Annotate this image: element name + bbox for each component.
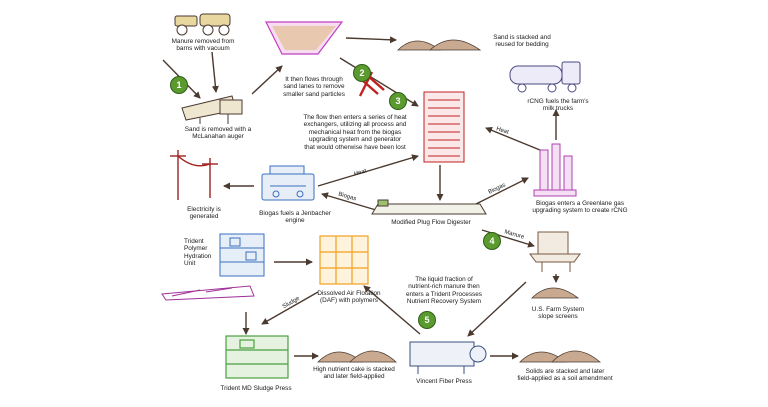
daf-icon <box>319 235 369 285</box>
rcng-truck-icon <box>509 61 581 93</box>
polymer-hydration-unit-icon <box>219 233 265 277</box>
label-high-nutrient: High nutrient cake is stacked and later … <box>313 366 395 381</box>
sand-pile-icon <box>397 39 482 51</box>
heat-exchanger-icon <box>423 91 465 163</box>
label-flows-sand-lanes: It then flows through sand lanes to remo… <box>283 76 345 98</box>
label-sand-removed: Sand is removed with a McLanahan auger <box>184 126 252 141</box>
sludge-press-icon <box>225 335 289 379</box>
step-badge-1: 1 <box>170 76 188 94</box>
label-heat-exchangers: The flow then enters a series of heat ex… <box>303 114 407 151</box>
label-biogas-jenbacher: Biogas fuels a Jenbacher engine <box>259 210 331 225</box>
arrow-daf-to-sludge <box>261 291 319 325</box>
label-biogas-greenlane: Biogas enters a Greenlane gas upgrading … <box>532 200 628 215</box>
label-manure-removed: Manure removed from barns with vacuum <box>171 38 235 53</box>
label-sand-stacked: Sand is stacked and reused for bedding <box>493 34 551 49</box>
step-badge-2: 2 <box>353 64 371 82</box>
sludge-pipes-icon <box>161 285 255 301</box>
plug-flow-digester-icon <box>371 199 487 215</box>
arrow-jenbacher-heat <box>317 154 419 187</box>
label-electricity: Electricity is generated <box>187 206 221 221</box>
jenbacher-engine-icon <box>261 165 315 201</box>
label-rcng-fuels: rCNG fuels the farm's milk trucks <box>527 98 589 113</box>
slope-screen-icon <box>529 231 581 272</box>
nutrient-cake-icon <box>317 350 398 363</box>
flow-arrows <box>162 36 560 360</box>
sand-separator-icon <box>181 95 243 124</box>
vacuum-truck-icon <box>174 13 231 36</box>
label-sludge-press: Trident MD Sludge Press <box>220 385 292 392</box>
label-plug-flow: Modified Plug Flow Digester <box>391 219 471 226</box>
power-pole-icon <box>170 150 218 200</box>
label-liquid-fraction: The liquid fraction of nutrient-rich man… <box>405 276 482 306</box>
label-fiber-press: Vincent Fiber Press <box>416 378 472 385</box>
arrow-digester-to-greenlane <box>471 177 529 207</box>
step-badge-4: 4 <box>483 232 501 250</box>
label-solids-stacked: Solids are stacked and later field-appli… <box>517 368 613 383</box>
biogas-upgrading-icon <box>533 143 577 197</box>
arrow-sandlane-to-sandpile <box>345 36 397 44</box>
separated-solids-icon <box>531 287 580 299</box>
step-badge-3: 3 <box>389 92 407 110</box>
label-polymer-unit: Trident Polymer Hydration Unit <box>184 238 212 268</box>
label-slope-screens: U.S. Farm System slope screens <box>531 306 585 321</box>
sand-lane-icon <box>265 21 344 55</box>
solids-pile-icon <box>519 350 602 363</box>
arrow-fiberpress-to-daf <box>363 285 421 335</box>
arrow-vacuum-down <box>211 51 219 93</box>
arrow-digester-to-jenbacher <box>321 192 377 211</box>
fiber-press-icon <box>409 341 487 374</box>
label-daf: Dissolved Air Flotation (DAF) with polym… <box>317 290 381 305</box>
arrow-greenlane-heat <box>485 127 541 151</box>
arrow-separator-to-sandlane <box>251 65 283 95</box>
step-badge-5: 5 <box>418 311 436 329</box>
arrow-screens-to-fiberpress <box>467 281 527 337</box>
